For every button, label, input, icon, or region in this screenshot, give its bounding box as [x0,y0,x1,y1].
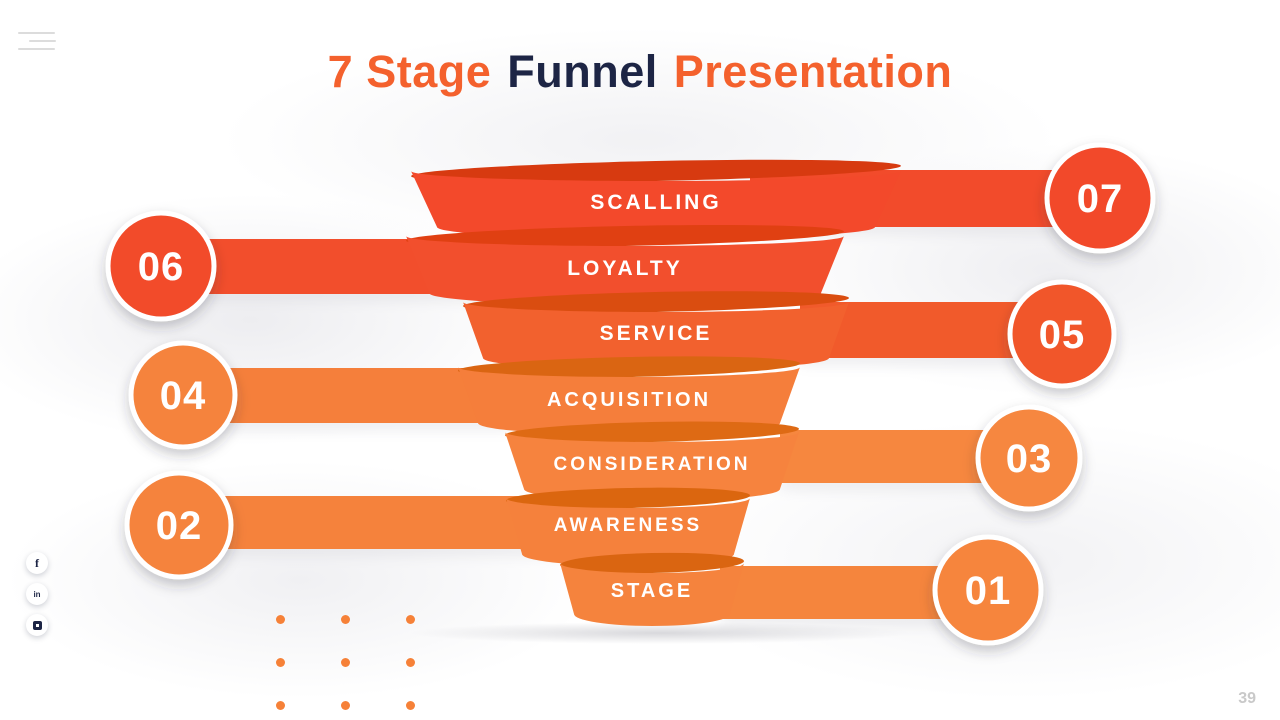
stage-circle-06: 06 [105,210,217,322]
title-part-3: Presentation [673,46,953,97]
stage-number: 01 [965,569,1012,613]
dot [341,701,350,710]
dot [276,615,285,624]
social-sidebar: f in [26,552,48,636]
title-part-1: 7 Stage [327,46,492,97]
stage-bar-02 [179,496,559,549]
segment-rim [406,225,844,247]
instagram-icon [32,620,42,630]
stage-bar-04 [183,368,513,423]
segment-rim [560,552,744,574]
hamburger-menu-icon[interactable] [18,32,56,56]
segment-body [458,367,800,435]
segment-body [506,498,750,566]
segment-rim [411,159,901,183]
stage-label: CONSIDERATION [554,454,751,475]
circle [128,340,238,450]
segment-rim [463,291,849,313]
segment-body [406,236,844,305]
funnel-segment-scalling: SCALLING [411,159,901,239]
stage-label: STAGE [611,580,693,602]
circle [105,210,217,322]
stage-number: 04 [160,374,207,418]
stage-label: LOYALTY [567,257,683,280]
funnel-segment-service: SERVICE [463,291,849,370]
dot [406,658,415,667]
title-part-2: Funnel [507,46,658,97]
circle [932,534,1044,646]
stage-label: ACQUISITION [547,389,711,411]
funnel-segment-stage: STAGE [560,552,744,626]
stage-number: 05 [1039,313,1086,357]
dot [406,701,415,710]
funnel-ground-shadow [410,622,910,644]
hamburger-line [18,48,55,50]
stage-number: 06 [138,245,185,289]
segment-rim [506,487,750,509]
facebook-button[interactable]: f [26,552,48,574]
hamburger-line [18,32,55,34]
linkedin-button[interactable]: in [26,583,48,605]
dot [341,615,350,624]
dot [276,658,285,667]
funnel-segment-acquisition: ACQUISITION [458,356,800,435]
stage-number: 07 [1077,177,1124,221]
hamburger-line [29,40,56,42]
facebook-icon: f [35,555,39,570]
linkedin-icon: in [33,589,41,599]
stage-circle-01: 01 [932,534,1044,646]
stage-label: SERVICE [600,322,713,345]
dot [276,701,285,710]
funnel-segment-consideration: CONSIDERATION [505,421,799,501]
segment-body [463,302,849,370]
stage-number: 02 [156,504,203,548]
page-title: 7 Stage Funnel Presentation [0,46,1280,98]
circle [1044,142,1156,254]
segment-body [411,171,901,239]
stage-circle-04: 04 [128,340,238,450]
stage-circle-07: 07 [1044,142,1156,254]
instagram-button[interactable] [26,614,48,636]
stage-number: 03 [1006,437,1053,481]
stage-label: SCALLING [590,191,721,214]
segment-rim [458,356,800,378]
segment-body [505,432,799,501]
stage-label: AWARENESS [554,515,702,536]
circle [975,404,1083,512]
funnel-segment-awareness: AWARENESS [506,487,750,566]
segment-rim [505,421,799,443]
decorative-dots-grid [276,615,415,710]
funnel-segment-loyalty: LOYALTY [406,225,844,305]
stage-circle-03: 03 [975,404,1083,512]
page-number: 39 [1238,690,1256,707]
dot [341,658,350,667]
segment-body [560,563,744,626]
stage-circle-05: 05 [1007,279,1117,389]
circle [1007,279,1117,389]
circle [124,470,234,580]
stage-circle-02: 02 [124,470,234,580]
dot [406,615,415,624]
